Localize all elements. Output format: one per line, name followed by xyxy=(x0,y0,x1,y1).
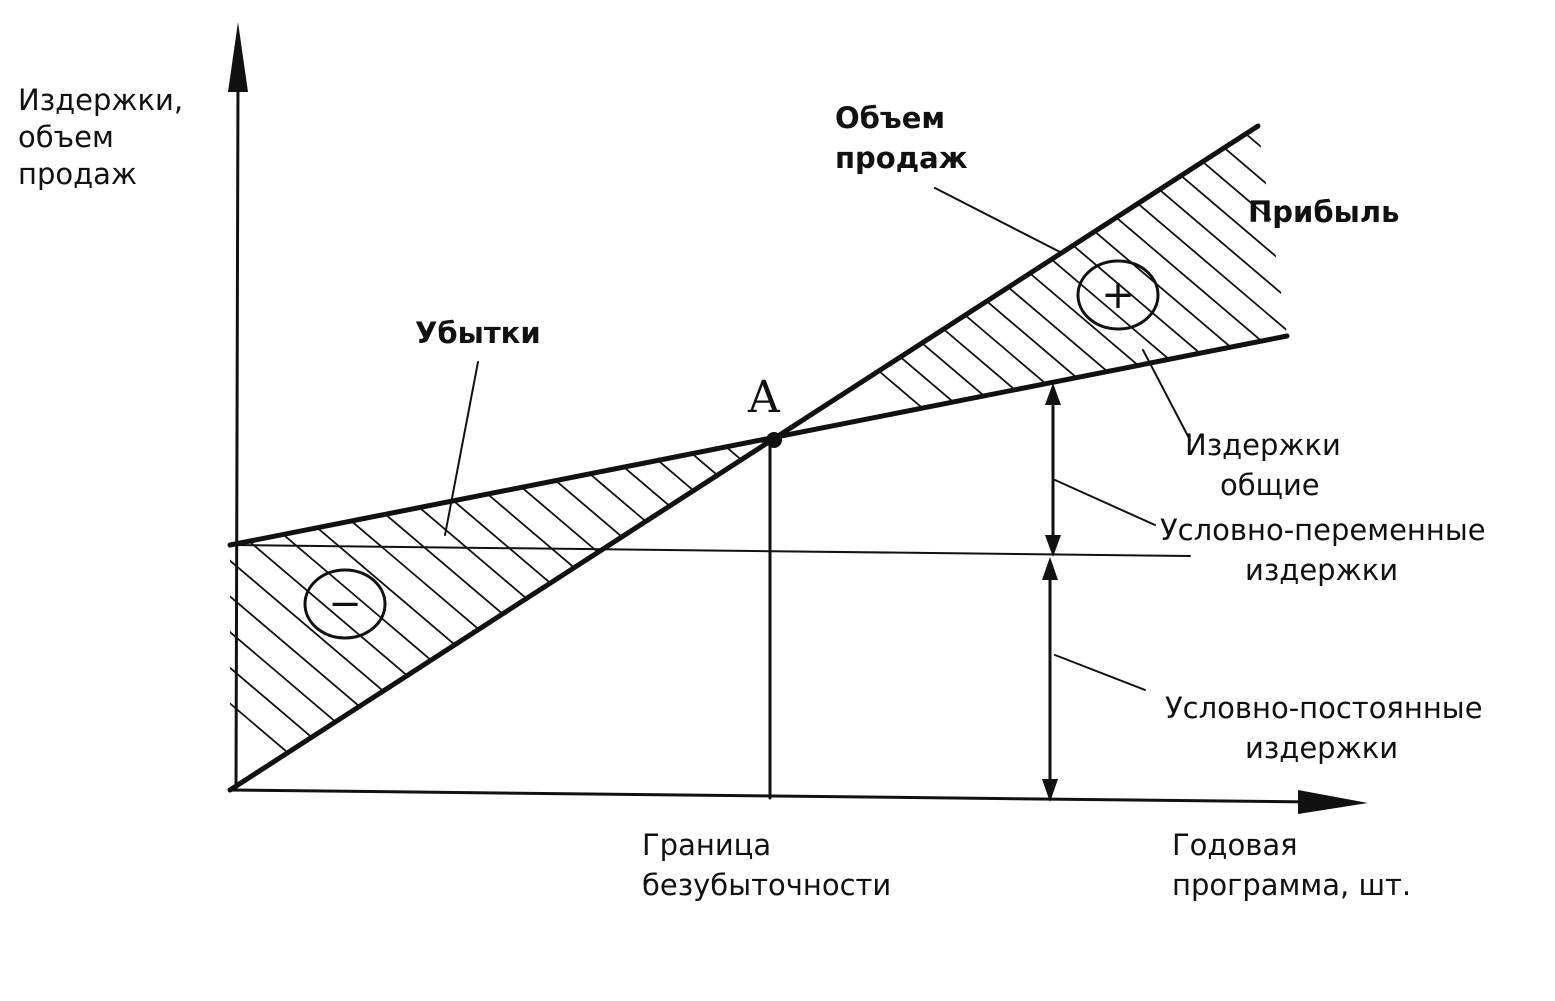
loss-hatch-line xyxy=(230,438,770,790)
point-label: A xyxy=(747,372,781,423)
sales-line xyxy=(227,123,1261,793)
loss-marker: − xyxy=(303,568,387,640)
loss-hatch-line xyxy=(653,438,770,790)
variable-costs-dimension xyxy=(1045,383,1061,557)
profit-hatch-line xyxy=(863,126,1287,438)
profit-marker: + xyxy=(1076,259,1160,331)
loss-hatch-line xyxy=(230,438,547,790)
profit-hatch-line xyxy=(1053,126,1287,438)
loss-hatch-line xyxy=(230,438,715,790)
fixed-costs-line xyxy=(229,544,1191,557)
profit-hatch-line xyxy=(1015,126,1287,438)
profit-sign: + xyxy=(1101,272,1135,318)
profit-label: Прибыль xyxy=(1248,195,1399,229)
y-axis-label: Издержки, объем продаж xyxy=(18,83,192,191)
variable-costs-leader xyxy=(1054,479,1156,526)
loss-hatch-line xyxy=(230,438,505,790)
profit-hatch-line xyxy=(977,126,1287,438)
x-axis xyxy=(228,788,1368,814)
loss-hatch-line xyxy=(230,438,770,790)
loss-hatch-line xyxy=(230,438,421,790)
loss-label: Убытки xyxy=(415,316,541,350)
loss-hatch-line xyxy=(780,100,1555,865)
loss-hatch-line xyxy=(737,438,770,790)
loss-hatch-line xyxy=(233,438,770,790)
variable-costs-label: Условно-переменные издержки xyxy=(1160,513,1495,587)
total-costs-label: Издержки общие xyxy=(1185,428,1350,502)
x-axis-label: Годовая программа, шт. xyxy=(1172,828,1411,902)
total-costs-line xyxy=(227,333,1290,548)
loss-hatch-line xyxy=(230,438,770,790)
profit-hatch-line xyxy=(1091,126,1287,438)
profit-hatch-line xyxy=(770,126,1287,438)
loss-hatch-line xyxy=(230,438,770,790)
sales-leader xyxy=(934,187,1061,253)
loss-leader xyxy=(444,361,479,536)
loss-hatch-line xyxy=(230,438,770,790)
breakeven-label: Граница безубыточности xyxy=(642,828,891,902)
loss-hatch-line xyxy=(275,438,770,790)
loss-hatch-line xyxy=(317,438,770,790)
loss-hatch-line xyxy=(230,438,463,790)
total-costs-leader xyxy=(1142,349,1191,441)
fixed-costs-label: Условно-постоянные издержки xyxy=(1165,691,1492,765)
loss-hatch-line xyxy=(443,438,770,790)
loss-hatch-line xyxy=(230,438,770,790)
profit-hatch-line xyxy=(770,126,1287,438)
fixed-costs-dimension xyxy=(1042,557,1058,802)
loss-sign: − xyxy=(328,581,362,627)
loss-hatch-line xyxy=(695,438,770,790)
fixed-costs-leader xyxy=(1054,654,1146,691)
break-even-point xyxy=(766,432,782,448)
profit-hatch-line xyxy=(825,126,1287,438)
loss-hatch-line xyxy=(230,438,673,790)
sales-label: Объем продаж xyxy=(835,101,968,175)
profit-hatch-line xyxy=(787,126,1287,438)
profit-hatch-line xyxy=(770,126,1287,438)
loss-hatch-line xyxy=(230,438,770,790)
y-axis xyxy=(228,22,248,792)
